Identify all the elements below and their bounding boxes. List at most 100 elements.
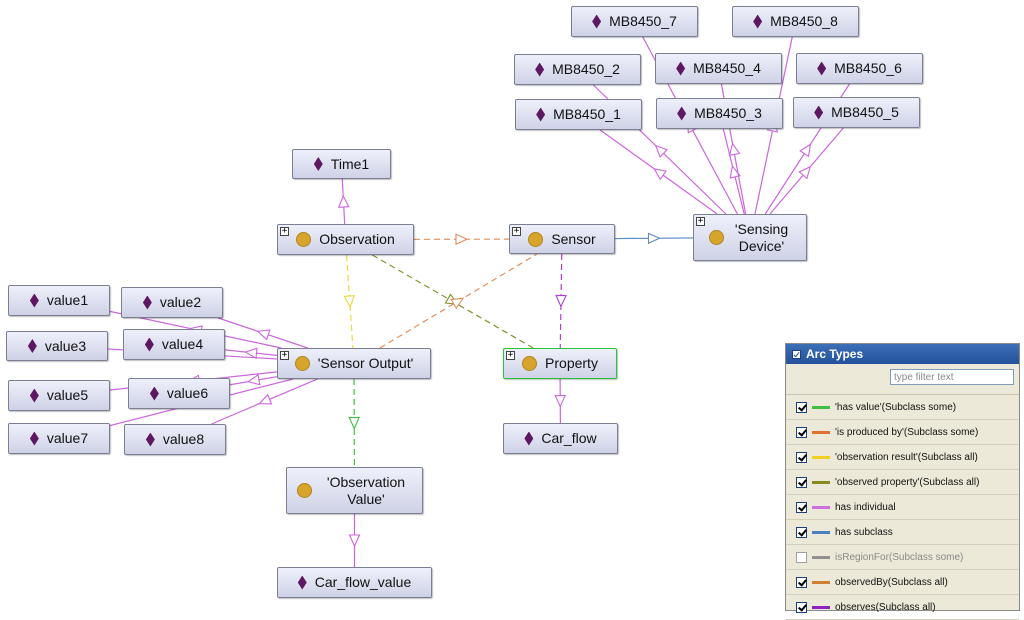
arc-type-checkbox[interactable] xyxy=(796,502,807,513)
node-mb8450-3[interactable]: MB8450_3 xyxy=(656,98,783,129)
node-label: value7 xyxy=(47,430,88,447)
individual-diamond-icon xyxy=(150,387,159,401)
arc-filter-input[interactable] xyxy=(890,369,1014,385)
node-value4[interactable]: value4 xyxy=(123,329,225,360)
arc-type-label: 'observation result'(Subclass all) xyxy=(835,452,978,463)
arc-type-label: isRegionFor(Subclass some) xyxy=(835,552,963,563)
arc-type-label: 'is produced by'(Subclass some) xyxy=(835,427,978,438)
arc-type-checkbox[interactable] xyxy=(796,577,807,588)
arc-type-label: 'observed property'(Subclass all) xyxy=(835,477,979,488)
expand-plus-icon[interactable]: + xyxy=(512,227,521,236)
arc-type-row[interactable]: 'observation result'(Subclass all) xyxy=(786,445,1019,470)
edge-arrowhead xyxy=(730,144,740,156)
node-label: Time1 xyxy=(331,156,369,173)
individual-diamond-icon xyxy=(28,339,37,353)
arc-type-checkbox[interactable] xyxy=(796,452,807,463)
node-observation[interactable]: + Observation xyxy=(277,224,414,255)
arc-type-row[interactable]: has subclass xyxy=(786,520,1019,545)
arc-type-row[interactable]: 'has value'(Subclass some) xyxy=(786,395,1019,420)
node-label: MB8450_5 xyxy=(831,104,899,121)
node-label: Sensor xyxy=(551,231,595,248)
node-mb8450-6[interactable]: MB8450_6 xyxy=(796,53,923,84)
node-label: Property xyxy=(545,355,598,372)
arc-type-label: has subclass xyxy=(835,527,893,538)
individual-diamond-icon xyxy=(30,432,39,446)
node-label: 'Sensor Output' xyxy=(318,355,414,372)
edge-arrowhead xyxy=(556,295,566,306)
node-mb8450-8[interactable]: MB8450_8 xyxy=(732,6,859,37)
individual-diamond-icon xyxy=(524,432,533,446)
individual-diamond-icon xyxy=(676,62,685,76)
edge-arrowhead xyxy=(648,233,659,243)
node-label: value6 xyxy=(167,385,208,402)
node-value3[interactable]: value3 xyxy=(6,331,108,361)
node-value8[interactable]: value8 xyxy=(124,424,226,455)
individual-diamond-icon xyxy=(535,63,544,77)
arc-type-row[interactable]: isRegionFor(Subclass some) xyxy=(786,545,1019,570)
node-sensor[interactable]: + Sensor xyxy=(509,224,615,254)
node-time1[interactable]: Time1 xyxy=(292,149,391,179)
class-circle-icon xyxy=(522,356,537,371)
arc-type-checkbox[interactable] xyxy=(796,427,807,438)
individual-diamond-icon xyxy=(753,15,762,29)
node-sensor-output[interactable]: + 'Sensor Output' xyxy=(277,348,431,379)
class-circle-icon xyxy=(528,232,543,247)
node-mb8450-1[interactable]: MB8450_1 xyxy=(515,99,642,130)
arc-type-row[interactable]: observedBy(Subclass all) xyxy=(786,570,1019,595)
expand-plus-icon[interactable]: + xyxy=(280,227,289,236)
arc-type-row[interactable]: observes(Subclass all) xyxy=(786,595,1019,620)
node-car-flow-value[interactable]: Car_flow_value xyxy=(277,567,432,598)
individual-diamond-icon xyxy=(145,338,154,352)
arc-type-checkbox[interactable] xyxy=(796,552,807,563)
individual-diamond-icon xyxy=(814,106,823,120)
individual-diamond-icon xyxy=(143,296,152,310)
arc-type-row[interactable]: 'is produced by'(Subclass some) xyxy=(786,420,1019,445)
node-label: Car_flow xyxy=(541,430,596,447)
arc-types-header[interactable]: Arc Types xyxy=(786,344,1019,364)
node-mb8450-2[interactable]: MB8450_2 xyxy=(514,54,641,85)
node-value6[interactable]: value6 xyxy=(128,378,230,409)
node-label: MB8450_3 xyxy=(694,105,762,122)
node-label: 'Sensing Device' xyxy=(732,221,792,255)
node-value2[interactable]: value2 xyxy=(121,287,223,318)
node-mb8450-4[interactable]: MB8450_4 xyxy=(655,53,782,84)
individual-diamond-icon xyxy=(30,294,39,308)
class-circle-icon xyxy=(296,232,311,247)
arc-color-swatch xyxy=(812,481,830,484)
node-label: 'Observation Value' xyxy=(320,474,412,508)
individual-diamond-icon xyxy=(314,157,323,171)
class-circle-icon xyxy=(297,483,312,498)
node-mb8450-7[interactable]: MB8450_7 xyxy=(571,6,698,37)
arc-type-row[interactable]: has individual xyxy=(786,495,1019,520)
node-car-flow[interactable]: Car_flow xyxy=(503,423,618,454)
node-sensing-device[interactable]: + 'Sensing Device' xyxy=(693,214,807,261)
class-circle-icon xyxy=(709,230,724,245)
arc-color-swatch xyxy=(812,406,830,409)
arc-type-label: observedBy(Subclass all) xyxy=(835,577,948,588)
panel-toggle-icon[interactable] xyxy=(792,350,801,359)
node-label: value2 xyxy=(160,294,201,311)
arc-type-row[interactable]: 'observed property'(Subclass all) xyxy=(786,470,1019,495)
node-mb8450-5[interactable]: MB8450_5 xyxy=(793,97,920,128)
arc-type-checkbox[interactable] xyxy=(796,527,807,538)
arc-type-checkbox[interactable] xyxy=(796,402,807,413)
arc-type-checkbox[interactable] xyxy=(796,477,807,488)
expand-plus-icon[interactable]: + xyxy=(280,351,289,360)
node-value7[interactable]: value7 xyxy=(8,423,110,454)
individual-diamond-icon xyxy=(536,108,545,122)
arc-color-swatch xyxy=(812,581,830,584)
expand-plus-icon[interactable]: + xyxy=(506,351,515,360)
arc-color-swatch xyxy=(812,506,830,509)
individual-diamond-icon xyxy=(677,107,686,121)
edge-arrowhead xyxy=(800,144,810,156)
filter-row xyxy=(786,364,1019,395)
node-label: Observation xyxy=(319,231,394,248)
node-value1[interactable]: value1 xyxy=(8,285,110,316)
node-observation-value[interactable]: 'Observation Value' xyxy=(286,467,423,514)
node-property[interactable]: + Property xyxy=(503,348,617,379)
individual-diamond-icon xyxy=(30,389,39,403)
edge-arrowhead xyxy=(456,234,467,244)
expand-plus-icon[interactable]: + xyxy=(696,217,705,226)
node-value5[interactable]: value5 xyxy=(8,380,110,411)
arc-type-label: 'has value'(Subclass some) xyxy=(835,402,956,413)
